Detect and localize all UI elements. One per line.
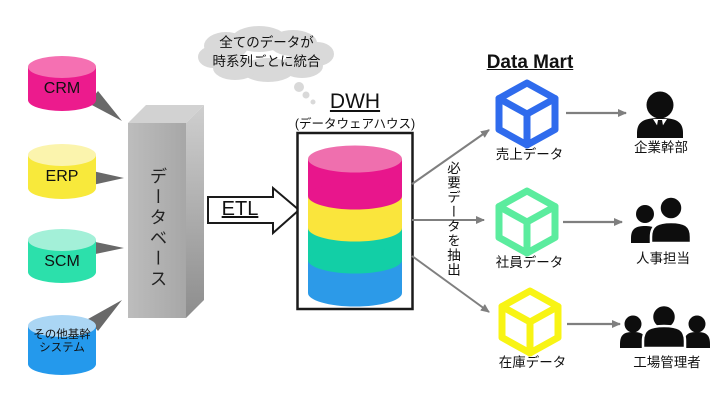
crm-cylinder: [28, 56, 96, 111]
erp-cylinder: [28, 144, 96, 199]
sales-data-label: 売上データ: [495, 147, 564, 162]
etl-arrow: [207, 185, 301, 236]
executive-label: 企業幹部: [634, 140, 688, 155]
dwh-to-datamart-arrows: [411, 129, 490, 313]
dwh-title: DWH: [329, 90, 381, 113]
erp-label: ERP: [45, 168, 79, 185]
hr-people-icon: [631, 195, 693, 245]
crm-label: CRM: [43, 80, 81, 97]
other-wedge-arrow: [88, 300, 122, 331]
other-systems-cylinder: [28, 315, 96, 375]
other-systems-label-line1: その他基幹: [33, 329, 91, 341]
database-box: [128, 105, 204, 318]
dwh-subtitle: (データウェアハウス): [294, 117, 416, 131]
erp-wedge-arrow: [88, 170, 124, 186]
thought-cloud: [198, 26, 334, 105]
etl-label: ETL: [221, 198, 259, 220]
cloud-text-line1: 全てのデータが: [219, 35, 314, 50]
scm-cylinder: [28, 229, 96, 283]
cloud-text-line2: 時系列ごとに統合: [212, 54, 321, 69]
cloud-dot-1: [294, 82, 304, 92]
datamart-title: Data Mart: [486, 52, 574, 73]
crm-wedge-arrow: [88, 91, 122, 121]
other-systems-label: その他基幹 システム: [24, 329, 100, 355]
datamart-to-consumer-arrows: [563, 109, 627, 328]
sales-cube-icon: [495, 79, 559, 149]
source-to-db-arrows: [86, 91, 124, 331]
cloud-text: 全てのデータが 時系列ごとに統合: [200, 33, 333, 71]
employee-cube-icon: [495, 187, 559, 257]
extract-note: 必要データを抽出: [445, 161, 460, 277]
inventory-cube-icon: [498, 287, 562, 357]
database-label: データベース: [148, 167, 168, 290]
other-systems-label-line2: システム: [39, 342, 85, 354]
cloud-dot-2: [302, 91, 310, 99]
inventory-data-label: 在庫データ: [498, 355, 567, 370]
arrow-dwh-sales: [411, 129, 490, 185]
executive-person-icon: [637, 91, 683, 138]
cloud-dot-3: [310, 99, 316, 105]
scm-label: SCM: [44, 253, 80, 270]
factory-label: 工場管理者: [633, 355, 701, 370]
factory-people-icon: [620, 303, 710, 350]
hr-label: 人事担当: [636, 251, 690, 266]
arrow-dwh-inventory: [411, 255, 490, 313]
employee-data-label: 社員データ: [495, 255, 564, 270]
dwh-stack: [308, 145, 402, 307]
